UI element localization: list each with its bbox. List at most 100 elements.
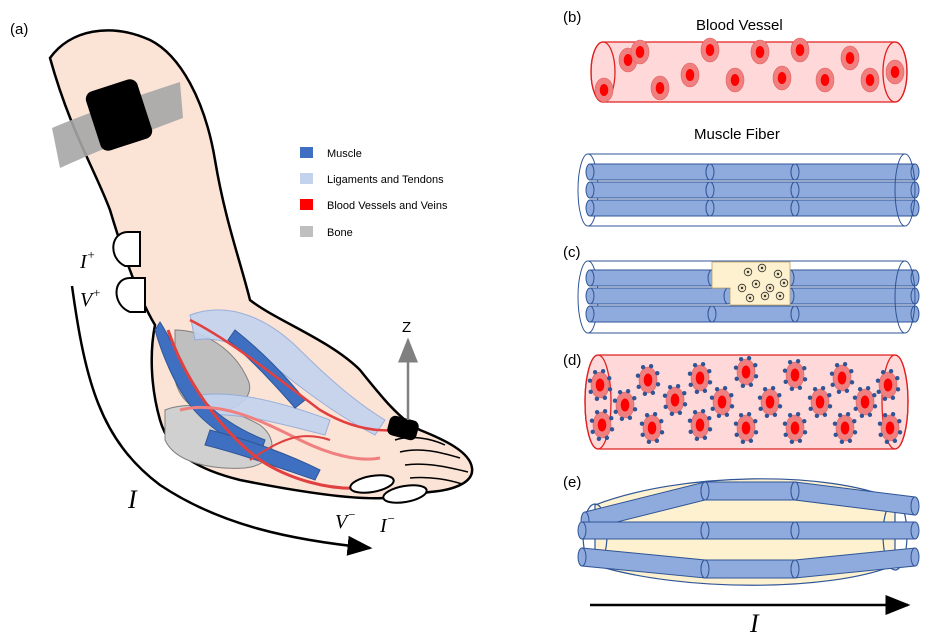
red-blood-cell [757,385,783,419]
fiber-segment [585,305,717,323]
red-blood-cell [875,368,901,402]
fiber-segment [705,199,800,217]
protein-dot [877,421,883,426]
protein-dot [707,369,712,374]
label-v-plus: V+ [80,285,101,311]
protein-dot [748,382,754,388]
red-blood-cell [700,37,720,63]
fiber-segment [790,547,920,579]
protein-dot [827,393,832,398]
red-blood-cell [630,39,650,65]
red-blood-cell [807,385,833,419]
protein-dot [694,389,700,395]
protein-dot [687,418,693,423]
panel-c: (c) [563,244,920,334]
muscle-foot [204,429,321,481]
protein-dot [797,438,803,444]
protein-dot [830,382,835,387]
protein-dot [842,361,848,367]
protein-dot [820,385,826,391]
protein-dot [802,430,808,435]
panel-a: (a) I+ V+ V− [10,21,474,556]
panel-b: (b) Blood Vessel Muscle Fiber [563,9,920,227]
protein-dot [802,377,808,382]
vessel-1 [166,329,361,490]
protein-dot [688,382,693,387]
red-blood-cell [650,75,670,101]
red-blood-cells-d [587,355,903,445]
protein-dot [836,389,842,395]
damage-cell-nucleus [776,272,780,276]
red-blood-cell [589,408,615,442]
damage-cell-nucleus [754,282,758,286]
red-blood-cell [635,363,661,397]
protein-dot [600,368,606,374]
protein-dot [872,393,877,398]
red-blood-cell [733,411,759,445]
protein-dot [733,365,739,370]
protein-dot [772,412,778,418]
protein-dot [852,395,858,400]
protein-dot [710,406,715,411]
protein-dot [640,432,645,437]
protein-dot [640,364,646,370]
protein-dot [588,389,593,394]
protein-dot [782,421,788,426]
panel-label-c: (c) [563,244,581,261]
damage-cell-nucleus [760,266,764,270]
protein-dot [849,380,855,385]
protein-dot [753,363,758,368]
red-blood-cell [733,355,759,389]
protein-dot [700,361,706,367]
muscle-fiber-bundle-e [577,481,920,579]
panel-e: (e) I [563,474,920,638]
red-blood-cells-b [594,37,905,103]
protein-dot [782,368,788,373]
protein-dot [802,366,807,371]
protein-dot [632,407,638,412]
red-blood-cell [687,408,713,442]
protein-dot [734,376,739,381]
red-blood-cell [840,45,860,71]
protein-dot [814,413,820,419]
protein-dot [832,421,838,426]
protein-dot [777,393,782,398]
protein-dot [604,435,610,441]
protein-dot [797,385,803,391]
bundle-end-right [894,153,916,227]
red-blood-cell [782,358,808,392]
protein-dot [857,386,863,392]
protein-dot [682,391,687,396]
protein-dot [636,384,641,389]
protein-dot [655,371,660,376]
protein-dot [890,411,896,417]
protein-dot [764,413,770,419]
protein-dot [839,439,845,445]
title-muscle-fiber: Muscle Fiber [694,126,780,143]
muscle-fiber-bundle-c [577,260,920,334]
protein-dot [802,419,807,424]
fiber-segment [700,559,800,579]
protein-dot [589,418,595,423]
red-blood-cell [639,411,665,445]
vessel-4 [249,435,331,461]
bundle-end-right [894,260,916,334]
legend-swatch-bone [300,226,313,237]
protein-dot [783,379,788,384]
protein-dot [740,439,746,445]
protein-dot [625,388,631,394]
legend-swatch-vessels [300,199,313,210]
protein-dot [852,419,857,424]
protein-dot [770,385,776,391]
leg-skin [48,29,474,500]
protein-dot [707,416,712,421]
protein-dot [659,430,665,435]
vessel-3 [179,405,381,461]
protein-dot [709,395,715,400]
label-i-minus: I− [379,511,395,537]
protein-dot [789,386,795,392]
panel-label-d: (d) [563,352,581,369]
protein-dot [692,362,698,368]
protein-dot [646,439,652,445]
fiber-segment [585,199,715,217]
